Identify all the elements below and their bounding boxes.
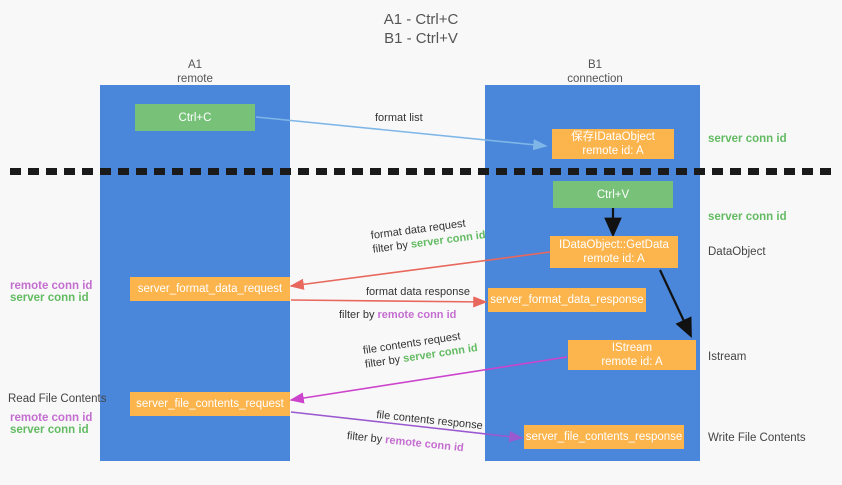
node-ctrl-v[interactable]: Ctrl+V [553,181,673,208]
node-server-file-contents-request[interactable]: server_file_contents_request [130,392,290,416]
node-save-idataobject-line1: 保存IDataObject [571,131,655,143]
node-server-format-data-response-label: server_format_data_response [490,294,644,306]
node-server-file-contents-response-label: server_file_contents_response [525,431,683,443]
node-idataobject-getdata-line2: remote id: A [583,253,645,265]
edge-label-format-data-request: format data request filter by server con… [370,214,486,257]
edge-label-file-contents-request: file contents request filter by server c… [362,327,479,372]
page-title: A1 - Ctrl+C B1 - Ctrl+V [0,10,842,48]
node-ctrl-c-label: Ctrl+C [178,111,212,124]
column-header-b1-name: B1 [587,59,603,71]
node-ctrl-c[interactable]: Ctrl+C [135,104,255,131]
node-idataobject-getdata[interactable]: IDataObject::GetData remote id: A [550,236,678,268]
title-line-2: B1 - Ctrl+V [384,30,458,47]
side-label-server-conn-id-1: server conn id [10,292,89,304]
edge-label-file-contents-response-filter: filter by remote conn id [346,430,465,455]
edge-label-format-list: format list [375,112,423,124]
edge-label-file-contents-response: file contents response filter by remote … [346,408,484,457]
column-header-b1-sub: connection [567,73,623,85]
side-label-server-conn-id-2: server conn id [10,424,89,436]
node-server-file-contents-request-label: server_file_contents_request [136,398,284,410]
side-label-remote-conn-id-2: remote conn id [10,412,93,424]
side-label-remote-conn-id-1: remote conn id [10,280,93,292]
node-istream-line2: remote id: A [601,356,663,368]
title-line-1: A1 - Ctrl+C [383,11,459,28]
node-server-format-data-request[interactable]: server_format_data_request [130,277,290,301]
edge-label-format-data-response-title: format data response [366,286,470,298]
side-label-istream: Istream [708,351,747,363]
node-idataobject-getdata-line1: IDataObject::GetData [559,239,669,251]
side-label-write-file-contents: Write File Contents [708,432,806,444]
column-header-a1: A1 remote [105,58,285,86]
edge-label-file-contents-response-title: file contents response [375,408,484,433]
column-header-b1: B1 connection [505,58,685,86]
node-save-idataobject-line2: remote id: A [582,145,644,157]
column-header-a1-name: A1 [187,59,203,71]
phase-divider [10,168,832,175]
side-label-dataobject: DataObject [708,246,766,258]
node-save-idataobject[interactable]: 保存IDataObject remote id: A [552,129,674,159]
node-istream-line1: IStream [611,342,653,354]
node-istream[interactable]: IStream remote id: A [568,340,696,370]
edge-label-format-data-response: format data response filter by remote co… [339,285,470,322]
side-label-server-conn-id-top: server conn id [708,133,787,145]
edge-label-format-data-response-filter: filter by remote conn id [339,309,457,321]
node-server-file-contents-response[interactable]: server_file_contents_response [524,425,684,449]
side-label-read-file-contents: Read File Contents [8,393,107,405]
side-label-server-conn-id-mid: server conn id [708,211,787,223]
node-server-format-data-response[interactable]: server_format_data_response [488,288,646,312]
node-ctrl-v-label: Ctrl+V [596,188,630,201]
node-server-format-data-request-label: server_format_data_request [137,283,283,295]
column-header-a1-sub: remote [177,73,213,85]
